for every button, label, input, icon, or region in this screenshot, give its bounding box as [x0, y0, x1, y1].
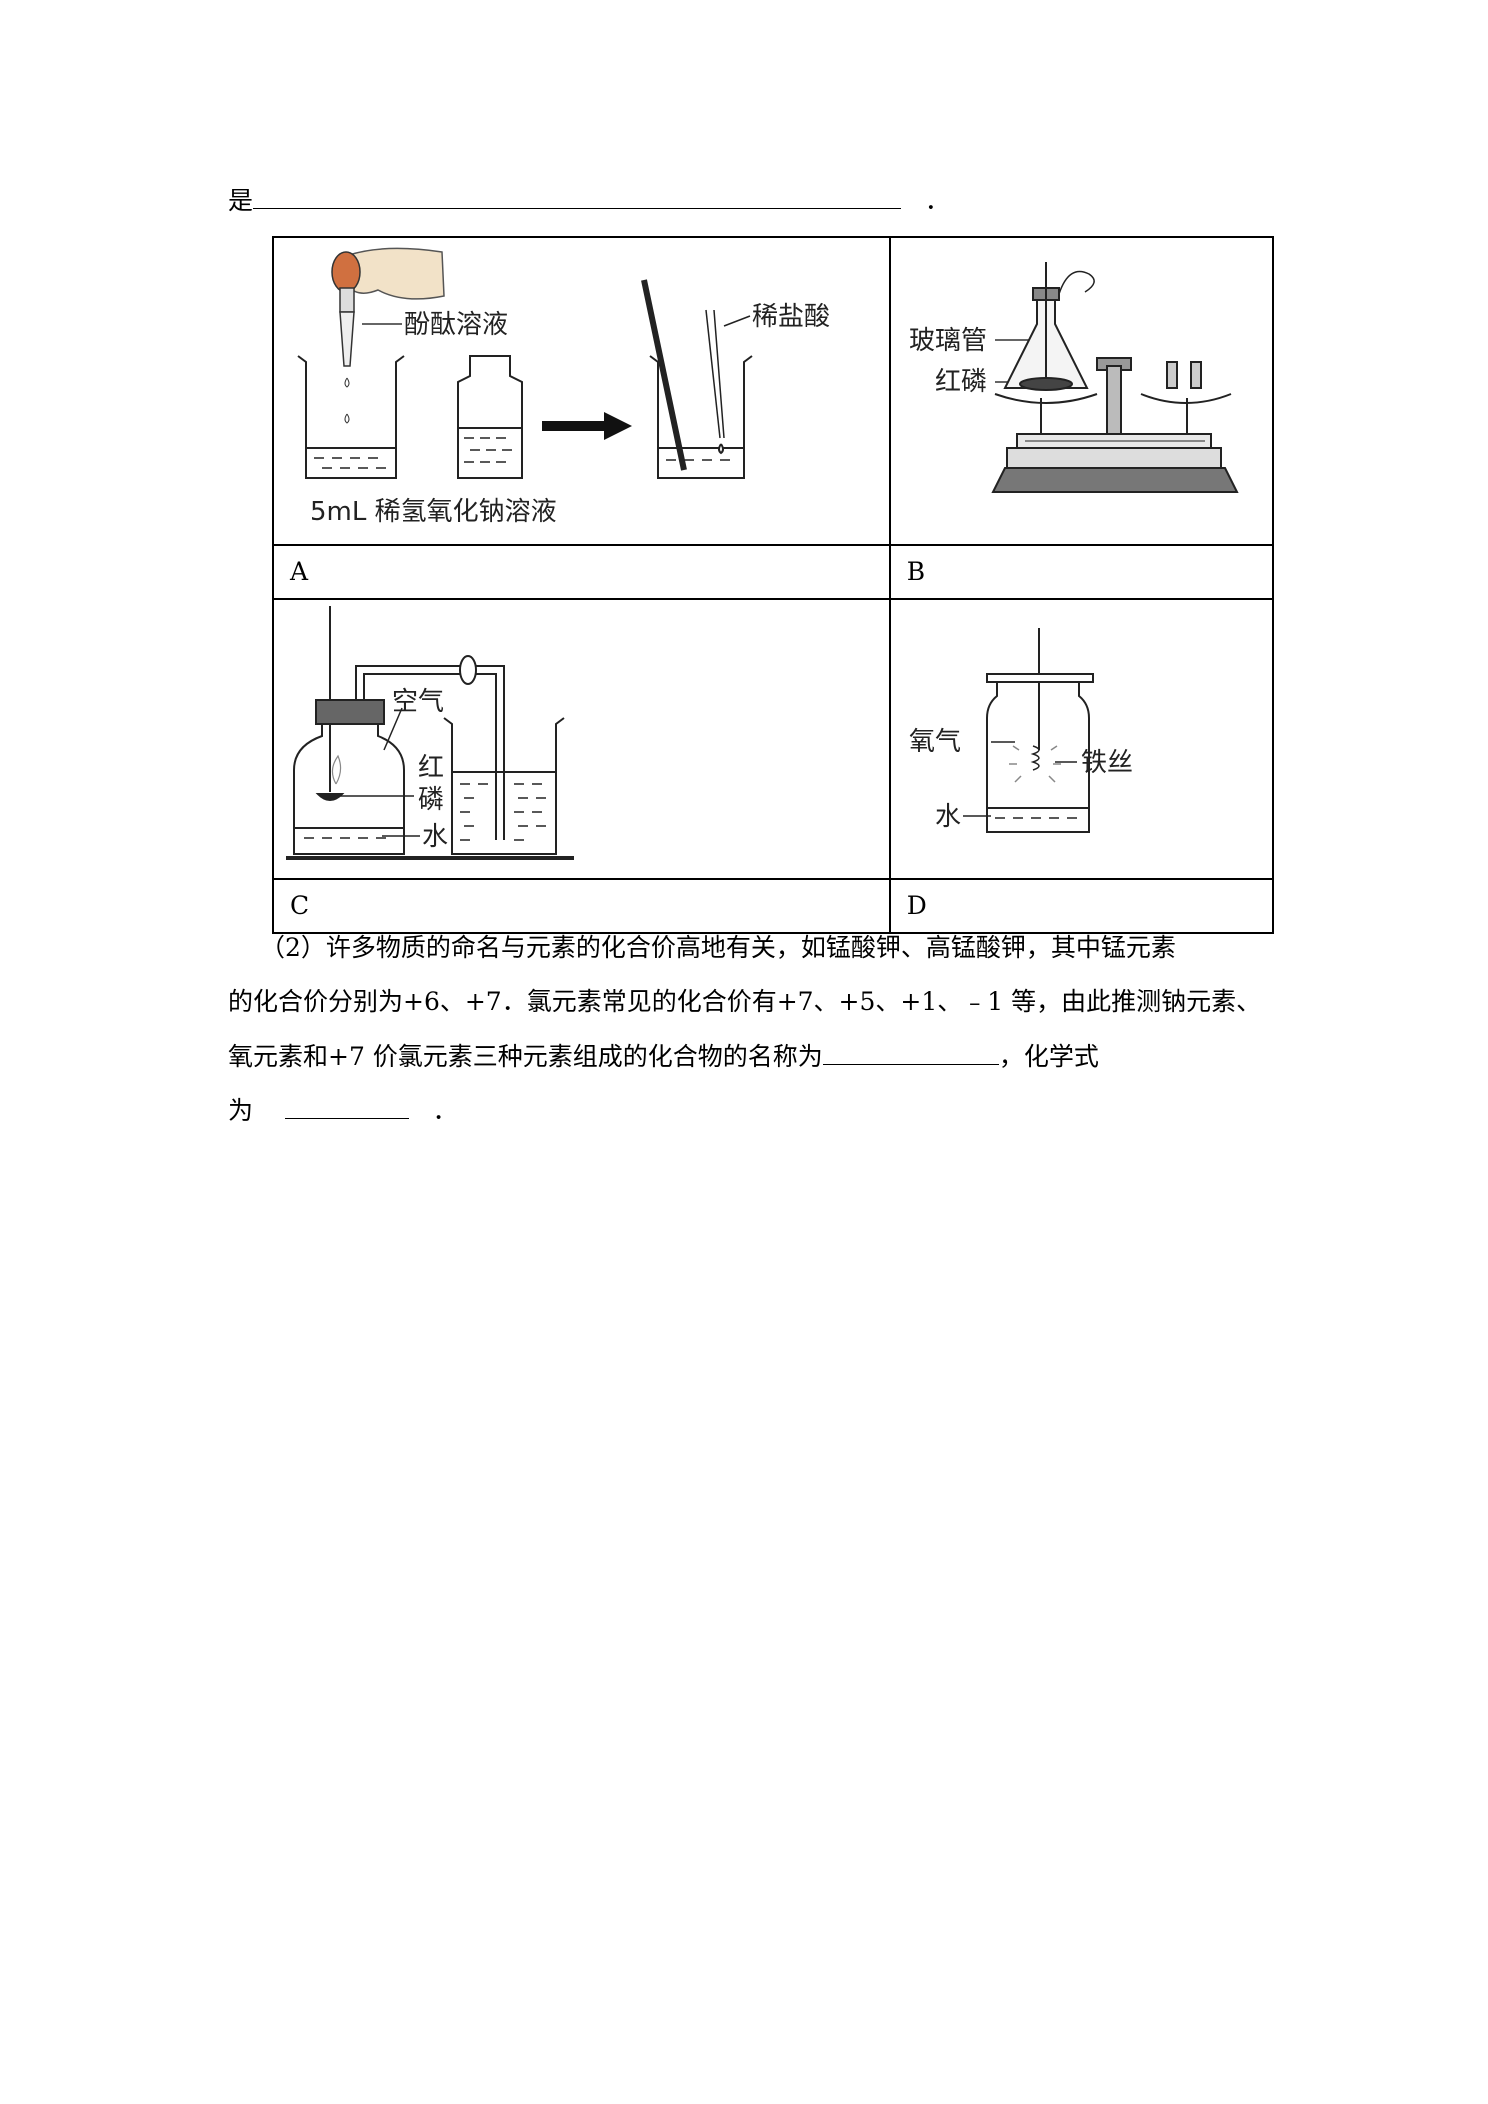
figure-label-b: B [888, 544, 1275, 600]
label-naoh: 5mL 稀氢氧化钠溶液 [310, 497, 557, 527]
oxygen-bottle-icon [962, 628, 1094, 833]
label-oxygen: 氧气 [909, 727, 961, 757]
para2-line-c-prefix: 氧元素和+7 价氯元素三种元素组成的化合物的名称为 [228, 1042, 823, 1071]
figure-a: 酚酞溶液 [274, 238, 889, 544]
figure-label-d: D [888, 878, 1275, 934]
label-phenolphthalein: 酚酞溶液 [404, 310, 508, 340]
label-iron-wire: 铁丝 [1081, 748, 1133, 778]
label-phosphorus-char: 磷 [418, 785, 444, 815]
answer-line-1: 是 ． [228, 182, 950, 219]
label-water-c: 水 [422, 822, 448, 852]
experiment-figure-table: 酚酞溶液 [272, 236, 1275, 934]
reagent-bottle-icon [457, 355, 523, 479]
label-water-d: 水 [935, 802, 961, 832]
answer-blank-1[interactable] [253, 182, 902, 209]
figure-c: 空气 红 磷 水 [274, 600, 889, 878]
para2-line-d: 为 ． [228, 1092, 458, 1129]
answer-blank-name[interactable] [822, 1038, 999, 1065]
para2-line-b: 的化合价分别为+6、+7．氯元素常见的化合价有+7、+5、+1、﹣1 等，由此推… [228, 987, 1262, 1016]
line1-suffix: ． [924, 186, 950, 215]
line1-prefix: 是 [228, 186, 254, 215]
beaker-icon [297, 355, 405, 479]
gas-collection-apparatus-icon [286, 606, 574, 860]
balance-with-flask-icon [991, 262, 1239, 493]
hand-dropper-icon [331, 247, 445, 424]
para2-line-a: （2）许多物质的命名与元素的化合价高地有关，如锰酸钾、高锰酸钾，其中锰元素 [260, 933, 1176, 962]
para2-line-c: 氧元素和+7 价氯元素三种元素组成的化合物的名称为 ，化学式 [228, 1038, 1099, 1075]
figure-label-a: A [272, 544, 891, 600]
arrow-right-icon [542, 412, 632, 440]
label-red-phosphorus: 红磷 [935, 367, 987, 397]
label-glass-tube: 玻璃管 [909, 326, 987, 356]
label-red-char: 红 [418, 753, 444, 783]
para2-line-c-suffix: ，化学式 [998, 1042, 1099, 1071]
figure-b: 玻璃管 红磷 [891, 238, 1272, 544]
beaker-with-rod-icon [641, 279, 753, 479]
figure-label-c: C [272, 878, 891, 934]
figure-d: 氧气 铁丝 水 [891, 600, 1272, 878]
para2-line-d-prefix: 为 [228, 1096, 254, 1125]
label-hcl: 稀盐酸 [752, 302, 830, 332]
label-air: 空气 [392, 687, 444, 717]
para2-line-d-suffix: ． [432, 1096, 458, 1125]
answer-blank-formula[interactable] [284, 1092, 409, 1119]
